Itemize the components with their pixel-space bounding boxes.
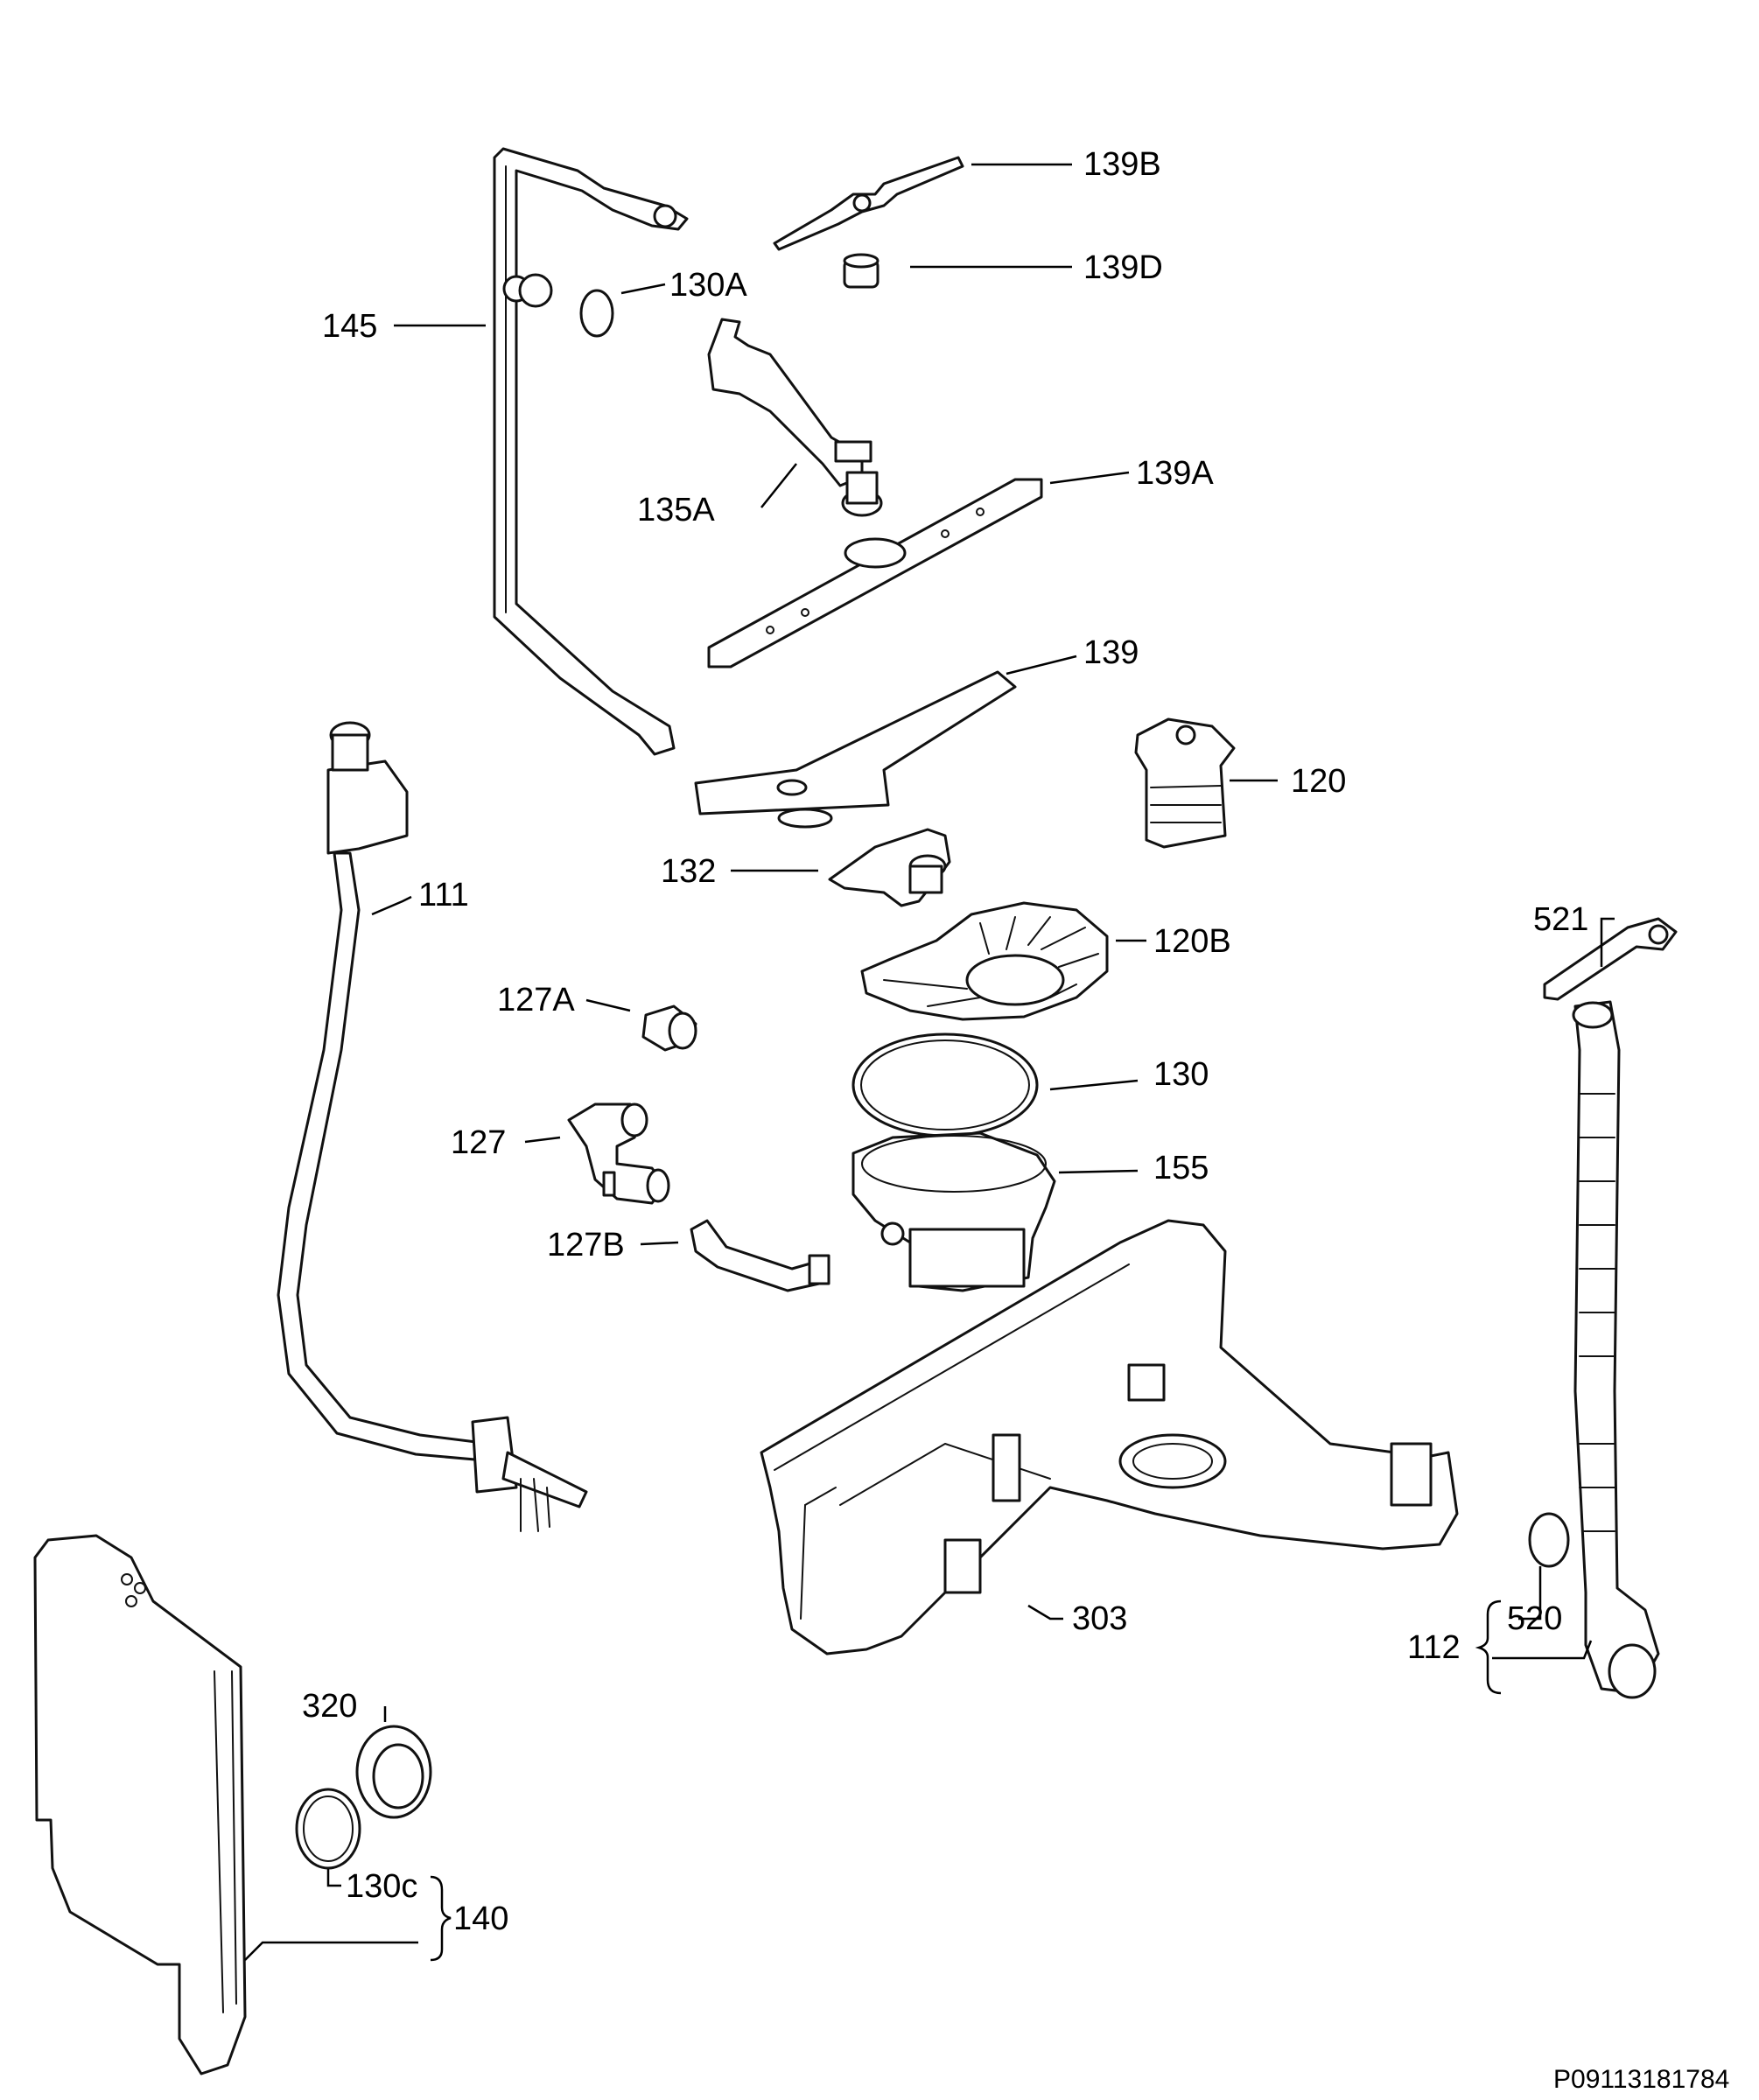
- part-127B-hose: [690, 1219, 830, 1292]
- label-130: 130: [1153, 1056, 1209, 1093]
- label-320: 320: [302, 1688, 357, 1725]
- label-127: 127: [451, 1124, 506, 1161]
- part-320-seal: [355, 1725, 432, 1819]
- label-139B: 139B: [1083, 146, 1161, 183]
- part-139B-upper-spray-arm: [773, 156, 964, 251]
- label-139A: 139A: [1136, 455, 1214, 492]
- part-127-elbow: [567, 1102, 670, 1205]
- part-127A-connector: [641, 1004, 697, 1052]
- label-120B: 120B: [1153, 923, 1231, 960]
- part-112-drain-hose: [1572, 1000, 1660, 1699]
- label-112: 112: [1407, 1629, 1461, 1666]
- label-111: 111: [418, 877, 469, 914]
- label-130A: 130A: [669, 267, 747, 304]
- part-155-sump: [851, 1131, 1056, 1292]
- label-521: 521: [1533, 901, 1588, 938]
- label-520: 520: [1507, 1600, 1562, 1637]
- document-code: P09113181784: [1553, 2065, 1729, 2094]
- part-145-supply-pipe: [493, 147, 689, 756]
- part-139A-spray-arm: [707, 478, 1043, 668]
- part-140-side-panel: [33, 1534, 247, 2076]
- label-120: 120: [1291, 763, 1346, 800]
- part-139-satellite-arm: [694, 670, 1017, 829]
- part-130A-o-ring: [579, 289, 614, 338]
- label-132: 132: [661, 853, 716, 890]
- label-303: 303: [1072, 1600, 1127, 1637]
- label-155: 155: [1153, 1150, 1209, 1186]
- part-135A-bracket: [707, 318, 883, 517]
- label-139: 139: [1083, 634, 1139, 671]
- part-132-bracket: [828, 828, 951, 907]
- label-127A: 127A: [497, 982, 575, 1018]
- part-520-ring: [1528, 1512, 1570, 1568]
- label-145: 145: [322, 308, 377, 345]
- part-303-base: [760, 1219, 1459, 1656]
- label-127B: 127B: [547, 1227, 625, 1264]
- part-111-inlet-hose: [277, 721, 588, 1532]
- label-139D: 139D: [1083, 249, 1163, 286]
- part-labels: 139B 139D 130A 145 135A 139A 139 120 111…: [302, 146, 1588, 1937]
- part-130-gasket: [851, 1032, 1039, 1138]
- label-135A: 135A: [637, 492, 715, 528]
- part-139D-nut: [843, 253, 880, 289]
- part-130C-o-ring: [295, 1788, 361, 1870]
- label-140: 140: [453, 1900, 508, 1937]
- leader-lines: [244, 163, 1615, 1962]
- label-130C: 130c: [346, 1868, 417, 1905]
- part-120-pump: [1134, 718, 1236, 849]
- part-120B-filter-plate: [860, 901, 1109, 1021]
- part-521-clip: [1543, 917, 1678, 1001]
